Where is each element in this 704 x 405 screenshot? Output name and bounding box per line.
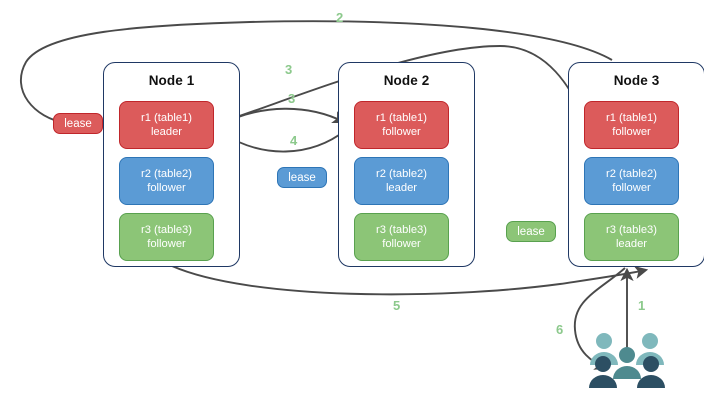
node-1-replica-r2-role: follower <box>147 182 186 194</box>
step-label-4: 4 <box>290 133 298 148</box>
node-2-replica-r3-role: follower <box>382 238 421 250</box>
node-1-replica-r3-range: r3 (table3) <box>141 224 192 236</box>
step-label-3a: 3 <box>285 62 293 77</box>
lease-badge-table3[interactable]: lease <box>506 221 556 242</box>
node-1-replica-r2[interactable]: r2 (table2) follower <box>119 157 214 205</box>
node-3-replica-r3[interactable]: r3 (table3) leader <box>584 213 679 261</box>
step-label-6: 6 <box>556 322 564 337</box>
edge-4-node2-to-node1 <box>222 129 347 153</box>
step-label-3b: 3 <box>288 91 296 106</box>
node-1-title: Node 1 <box>148 73 195 88</box>
node-2-replica-r2[interactable]: r2 (table2) leader <box>354 157 449 205</box>
node-1-replica-r3-role: follower <box>147 238 186 250</box>
node-2[interactable]: Node 2 r1 (table1) follower r2 (table2) … <box>338 62 475 267</box>
step-label-5: 5 <box>393 298 401 313</box>
node-3-replica-r1-range: r1 (table1) <box>606 112 657 124</box>
node-2-replica-r3-range: r3 (table3) <box>376 224 427 236</box>
node-3-replica-r1-role: follower <box>612 126 651 138</box>
node-3-replica-r3-role: leader <box>615 238 648 250</box>
node-1-replica-r1[interactable]: r1 (table1) leader <box>119 101 214 149</box>
node-1[interactable]: Node 1 r1 (table1) leader r2 (table2) fo… <box>103 62 240 267</box>
node-2-replica-r1-range: r1 (table1) <box>376 112 427 124</box>
node-3-replica-r2-range: r2 (table2) <box>606 168 657 180</box>
users-group-glyph <box>589 333 665 388</box>
node-2-replica-r2-range: r2 (table2) <box>376 168 427 180</box>
node-1-replica-r3[interactable]: r3 (table3) follower <box>119 213 214 261</box>
node-2-replica-r1-role: follower <box>382 126 421 138</box>
node-3[interactable]: Node 3 r1 (table1) follower r2 (table2) … <box>568 62 704 267</box>
node-2-replica-r1[interactable]: r1 (table1) follower <box>354 101 449 149</box>
node-3-title: Node 3 <box>613 73 660 88</box>
step-label-1: 1 <box>638 298 646 313</box>
node-2-replica-r2-role: leader <box>385 182 418 194</box>
lease-badge-table1[interactable]: lease <box>53 113 103 134</box>
node-3-replica-r2-role: follower <box>612 182 651 194</box>
users-front-row <box>589 356 665 388</box>
node-1-replica-r2-range: r2 (table2) <box>141 168 192 180</box>
node-2-title: Node 2 <box>383 73 430 88</box>
node-1-replica-r1-role: leader <box>150 126 183 138</box>
edge-5-node1-to-node3 <box>171 265 649 296</box>
lease-badge-table2[interactable]: lease <box>277 167 327 188</box>
node-2-replica-r3[interactable]: r3 (table3) follower <box>354 213 449 261</box>
node-3-replica-r2[interactable]: r2 (table2) follower <box>584 157 679 205</box>
node-1-replica-r1-range: r1 (table1) <box>141 112 192 124</box>
users-group-icon <box>586 332 668 394</box>
users-middle-person <box>613 347 641 379</box>
node-3-replica-r1[interactable]: r1 (table1) follower <box>584 101 679 149</box>
step-label-2: 2 <box>336 10 344 25</box>
node-3-replica-r3-range: r3 (table3) <box>606 224 657 236</box>
edge-3-node1-to-node2 <box>221 107 346 125</box>
